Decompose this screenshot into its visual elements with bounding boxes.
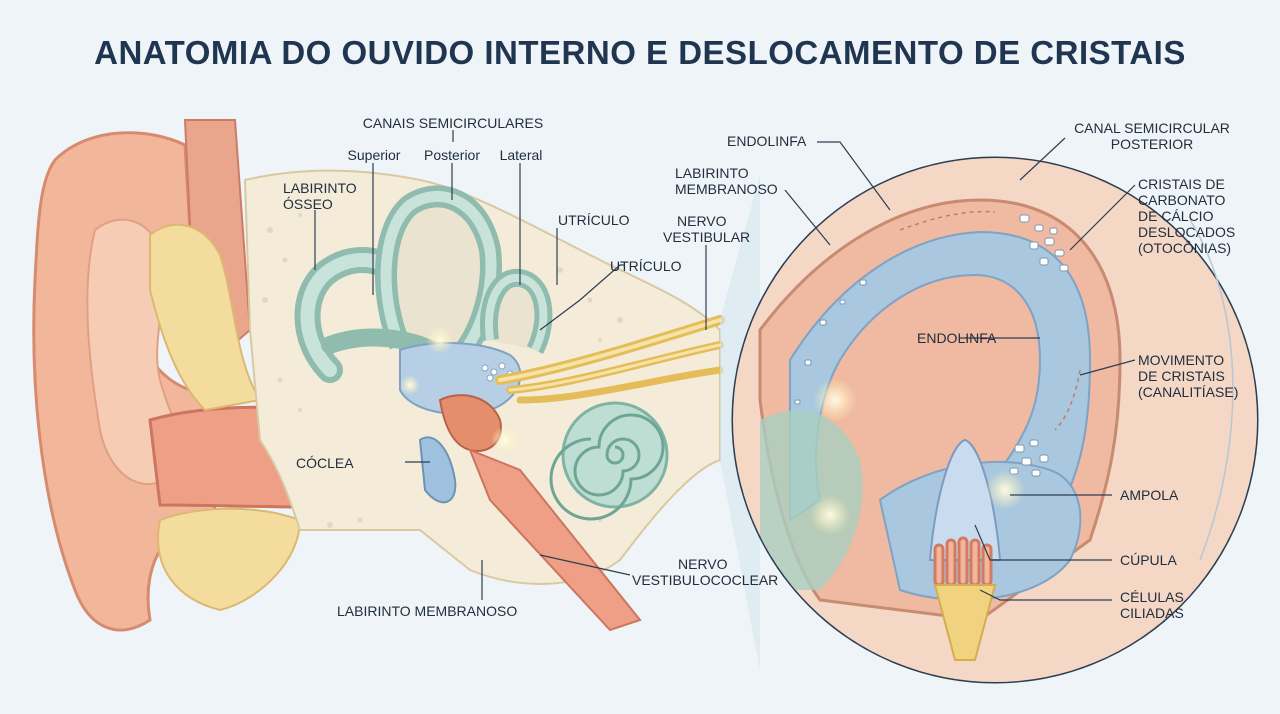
bone-pores [262,213,623,553]
label-superior: Superior [347,147,401,163]
zoom-crystals [794,214,1069,477]
label-bony-labyrinth: LABIRINTO ÓSSEO [283,180,357,212]
label-posterior-canal: CANAL SEMICIRCULAR POSTERIOR [1074,120,1230,152]
zoom-teal-region [760,410,863,590]
label-utricle-1: UTRÍCULO [558,212,630,228]
cartilage-yellow-lower [157,507,302,612]
cupula [928,438,1002,561]
label-ampulla: AMPOLA [1120,487,1179,503]
label-membranous-labyrinth-right: LABIRINTO MEMBRANOSO [675,165,778,197]
label-utricle-2: UTRÍCULO [610,258,682,274]
label-posterior: Posterior [423,147,481,163]
flow-arrows [899,210,1081,431]
outer-arc [1189,219,1234,561]
label-endolymph-mid: ENDOLINFA [917,330,997,346]
label-endolymph-top: ENDOLINFA [727,133,807,149]
hair-cells [933,536,993,587]
cochlea [549,401,669,521]
eustachian-tube [468,448,642,632]
label-semicircular-canals: CANAIS SEMICIRCULARES [362,115,544,131]
label-membranous-labyrinth-left: LABIRINTO MEMBRANOSO [337,603,518,619]
zoom-canal-fluid [789,230,1092,522]
label-lateral: Lateral [499,147,543,163]
label-vestibular-nerve: NERVO VESTIBULAR [663,213,751,245]
page-title: ANATOMIA DO OUVIDO INTERNO E DESLOCAMENT… [94,34,1186,71]
eardrum [418,436,457,504]
label-crystal-movement: MOVIMENTO DE CRISTAIS (CANALITÍASE) [1138,352,1239,400]
cartilage-yellow-upper [149,223,262,412]
label-cupula: CÚPULA [1120,552,1177,568]
label-crystals: CRISTAIS DE CARBONATO DE CÁLCIO DESLOCAD… [1138,176,1236,256]
magnified-view [731,156,1259,684]
label-vestibulocochlear-nerve: NERVO VESTIBULOCOCLEAR [632,556,779,588]
label-hair-cells: CÉLULAS CILIADAS [1120,589,1184,621]
leader-lines [314,130,1136,601]
label-cochlea: CÓCLEA [296,455,354,471]
zoom-nerve [933,584,997,661]
